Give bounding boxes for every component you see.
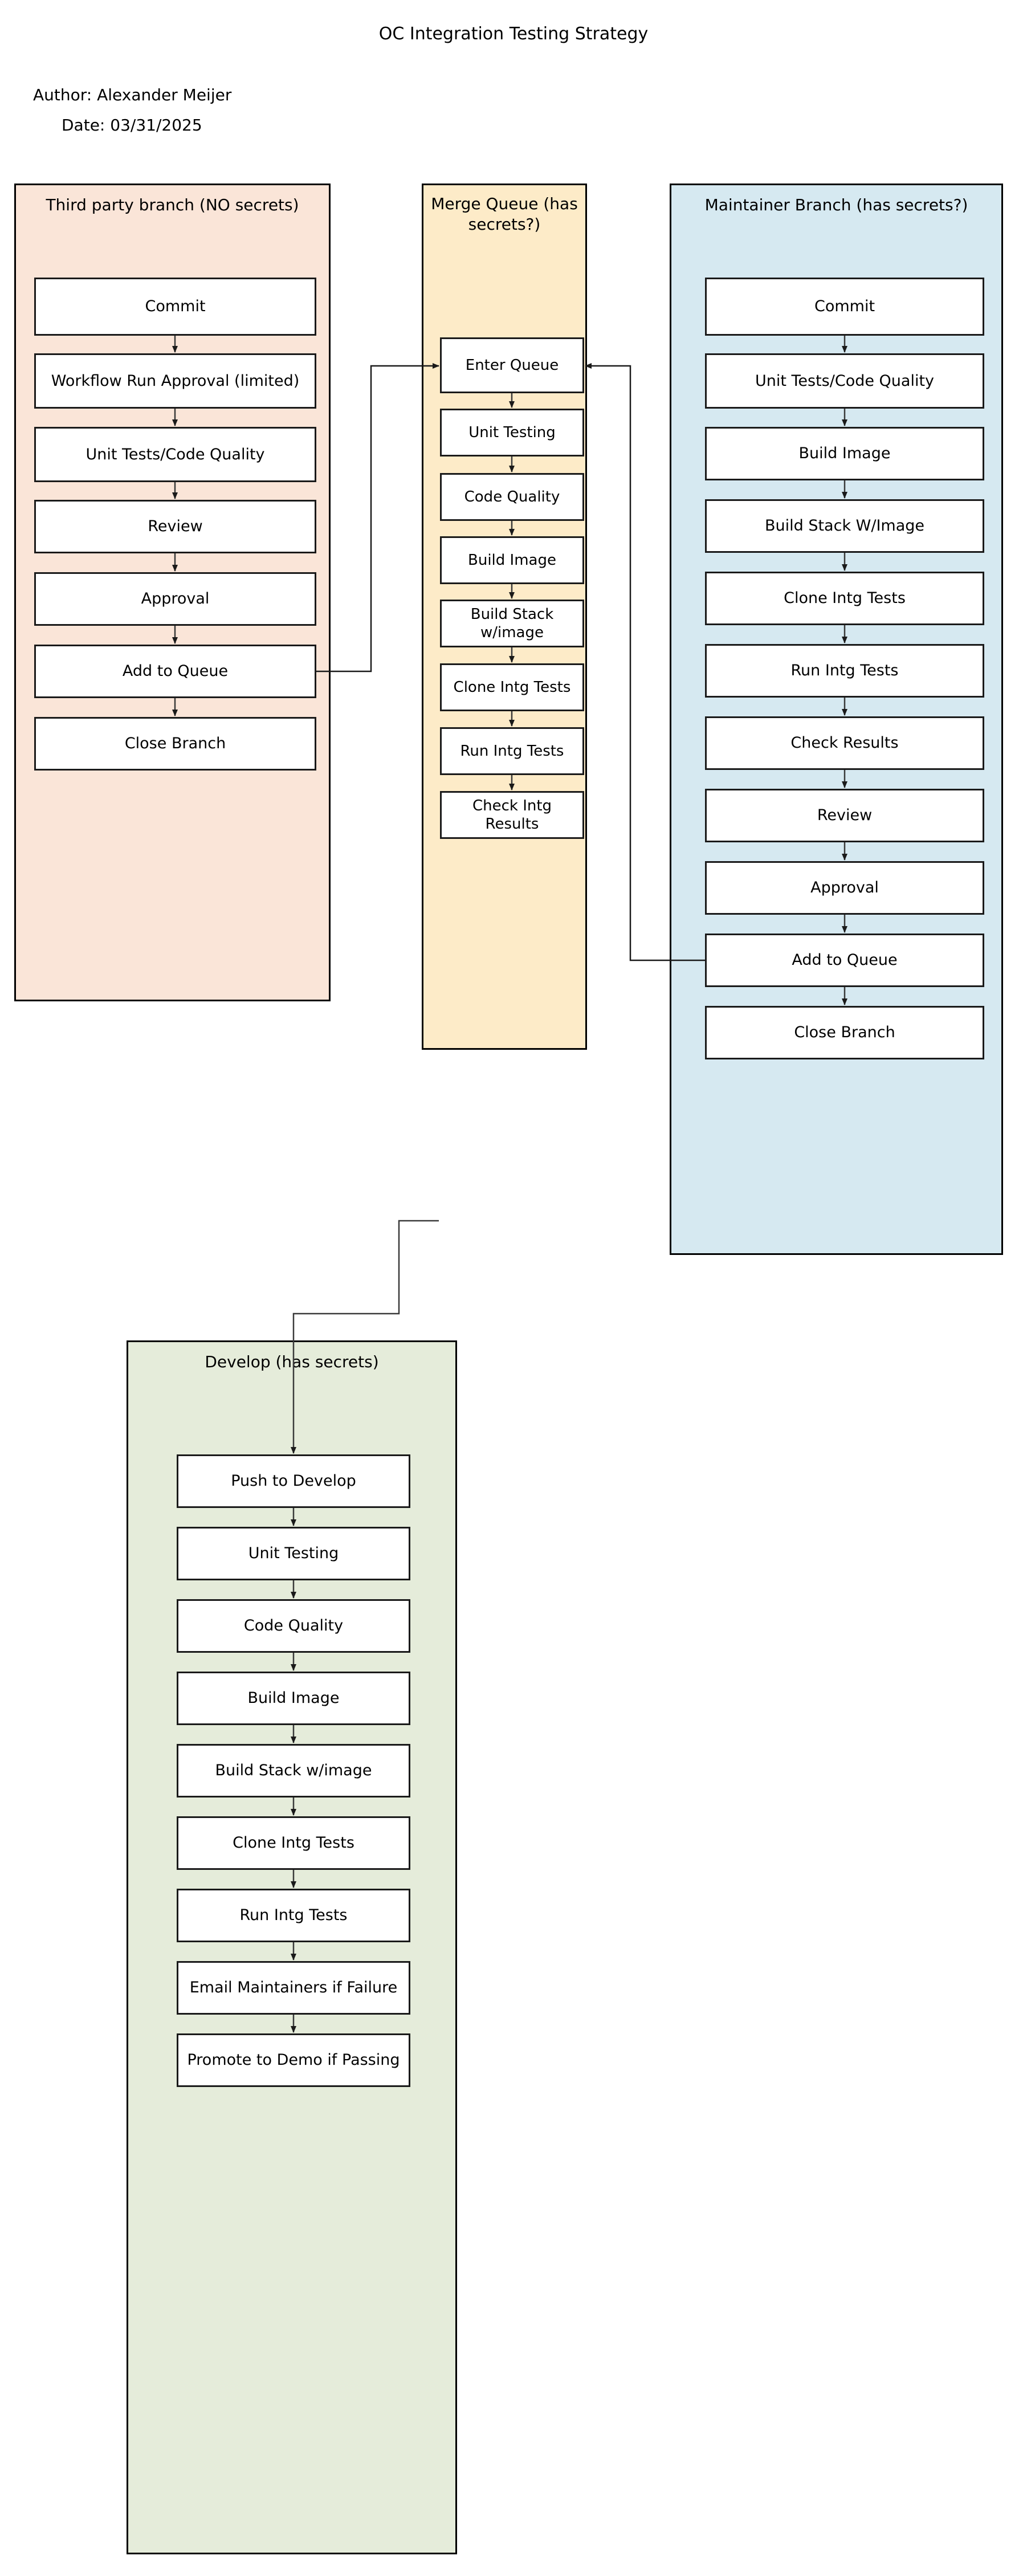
node-maintainer-add-to-queue[interactable]: Add to Queue <box>705 934 984 987</box>
node-merge-queue-enter-queue[interactable]: Enter Queue <box>440 337 584 393</box>
lane-develop <box>127 1340 457 2554</box>
node-develop-run-intg-tests[interactable]: Run Intg Tests <box>177 1889 410 1942</box>
lane-title-develop: Develop (has secrets) <box>205 1352 379 1371</box>
node-merge-queue-build-stack-with-image[interactable]: Build Stack w/image <box>440 600 584 647</box>
flow-third-party-add-to-queue-to-enter-queue <box>316 363 439 672</box>
node-maintainer-close-branch[interactable]: Close Branch <box>705 1006 984 1059</box>
node-merge-queue-clone-intg-tests[interactable]: Clone Intg Tests <box>440 663 584 711</box>
author-label: Author: Alexander Meijer <box>33 85 232 104</box>
node-maintainer-commit[interactable]: Commit <box>705 278 984 336</box>
page-title: OC Integration Testing Strategy <box>378 24 649 44</box>
node-merge-queue-code-quality[interactable]: Code Quality <box>440 473 584 521</box>
node-maintainer-approval[interactable]: Approval <box>705 861 984 915</box>
node-maintainer-clone-intg-tests[interactable]: Clone Intg Tests <box>705 572 984 625</box>
node-develop-promote-to-demo-if-passing[interactable]: Promote to Demo if Passing <box>177 2033 410 2087</box>
date-label: Date: 03/31/2025 <box>62 116 202 134</box>
node-develop-code-quality[interactable]: Code Quality <box>177 1599 410 1653</box>
node-develop-clone-intg-tests[interactable]: Clone Intg Tests <box>177 1816 410 1870</box>
node-merge-queue-run-intg-tests[interactable]: Run Intg Tests <box>440 727 584 775</box>
node-third-party-workflow-run-approval[interactable]: Workflow Run Approval (limited) <box>34 353 316 409</box>
node-third-party-unit-tests-code-quality[interactable]: Unit Tests/Code Quality <box>34 427 316 482</box>
node-develop-build-stack-with-image[interactable]: Build Stack w/image <box>177 1744 410 1798</box>
node-maintainer-build-image[interactable]: Build Image <box>705 427 984 480</box>
node-third-party-approval[interactable]: Approval <box>34 572 316 626</box>
node-third-party-commit[interactable]: Commit <box>34 278 316 336</box>
node-develop-unit-testing[interactable]: Unit Testing <box>177 1527 410 1580</box>
lane-title-maintainer-branch: Maintainer Branch (has secrets?) <box>704 195 968 214</box>
node-third-party-review[interactable]: Review <box>34 500 316 553</box>
node-merge-queue-build-image[interactable]: Build Image <box>440 536 584 584</box>
node-maintainer-unit-tests-code-quality[interactable]: Unit Tests/Code Quality <box>705 353 984 409</box>
node-maintainer-review[interactable]: Review <box>705 789 984 842</box>
node-develop-email-maintainers-if-failure[interactable]: Email Maintainers if Failure <box>177 1961 410 2015</box>
node-maintainer-check-results[interactable]: Check Results <box>705 716 984 770</box>
node-develop-push-to-develop[interactable]: Push to Develop <box>177 1454 410 1508</box>
node-third-party-close-branch[interactable]: Close Branch <box>34 717 316 771</box>
node-maintainer-run-intg-tests[interactable]: Run Intg Tests <box>705 644 984 698</box>
lane-title-merge-queue: Merge Queue (has secrets?) <box>431 194 578 234</box>
node-merge-queue-unit-testing[interactable]: Unit Testing <box>440 409 584 456</box>
lane-title-third-party-branch: Third party branch (NO secrets) <box>46 195 299 214</box>
node-third-party-add-to-queue[interactable]: Add to Queue <box>34 645 316 698</box>
node-merge-queue-check-intg-results[interactable]: Check Intg Results <box>440 791 584 839</box>
node-develop-build-image[interactable]: Build Image <box>177 1672 410 1725</box>
node-maintainer-build-stack-with-image[interactable]: Build Stack W/Image <box>705 499 984 553</box>
